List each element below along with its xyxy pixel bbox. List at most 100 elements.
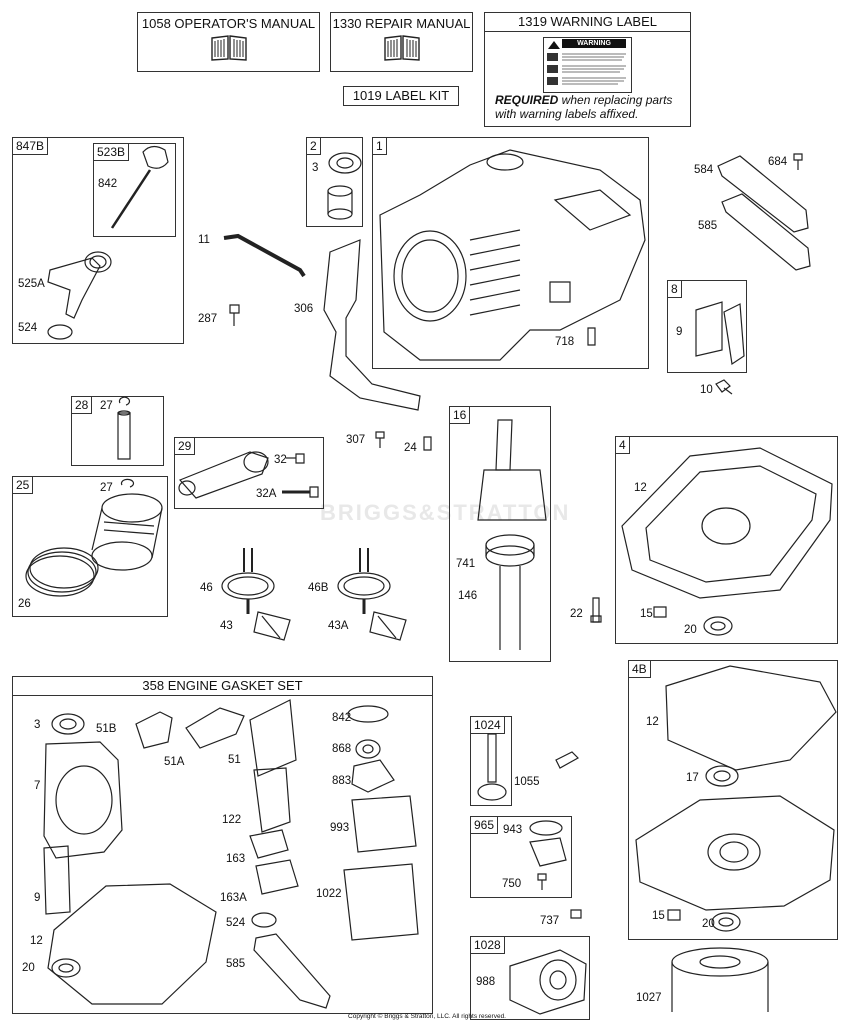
callout-22: 22 [570, 608, 583, 620]
box-25: 25 [12, 476, 168, 617]
callout-741: 741 [456, 558, 476, 570]
callout-32: 32 [274, 454, 287, 466]
gasket-icon [44, 846, 70, 914]
gasket-icon [250, 830, 288, 858]
callout-20: 20 [684, 624, 697, 636]
manual-book-icon [210, 35, 247, 61]
camshaft-icon [338, 548, 390, 614]
cylinder-block-icon [380, 150, 645, 360]
callout-943: 943 [503, 824, 523, 836]
connecting-rod-icon [179, 452, 268, 498]
box-847B: 847B [12, 137, 184, 344]
oil-seal-icon [52, 714, 84, 734]
oil-seal-icon [704, 617, 732, 635]
warning-label-box: 1319 WARNING LABEL WARNING REQUIRED when… [484, 12, 691, 127]
gasket-icon [254, 768, 290, 832]
callout-163A: 163A [220, 892, 247, 904]
head-gasket-bore-icon [56, 766, 112, 834]
callout-525A: 525A [18, 278, 45, 290]
callout-993: 993 [330, 822, 350, 834]
box-label: 4 [615, 436, 630, 454]
box-label: 1024 [470, 716, 505, 734]
box-523B: 523B [93, 143, 176, 237]
callout-43: 43 [220, 620, 233, 632]
oil-fill-tube-icon [48, 252, 111, 318]
callout-27: 27 [100, 400, 113, 412]
callout-750: 750 [502, 878, 522, 890]
callout-307: 307 [346, 434, 366, 446]
callout-585: 585 [226, 958, 246, 970]
operators-manual-title: 1058 OPERATOR'S MANUAL [141, 16, 316, 31]
crankcase-cover-icon [622, 448, 832, 598]
screw-icon [591, 598, 601, 622]
callout-26: 26 [18, 598, 31, 610]
callout-842: 842 [98, 178, 118, 190]
callout-9: 9 [34, 892, 41, 904]
box-label: 16 [449, 406, 471, 424]
callout-12: 12 [646, 716, 659, 728]
dowel-pin-icon [424, 437, 431, 450]
camshaft-icon [222, 548, 274, 614]
callout-46B: 46B [308, 582, 329, 594]
plug-icon [654, 607, 666, 617]
filter-adapter-icon [510, 950, 586, 1014]
callout-12: 12 [30, 935, 43, 947]
callout-718: 718 [555, 336, 575, 348]
breather-tube-icon [224, 236, 304, 276]
box-label: 847B [12, 137, 49, 155]
callout-585: 585 [698, 220, 718, 232]
callout-1022: 1022 [316, 888, 342, 900]
bolt-icon [282, 487, 318, 497]
screw-icon [794, 154, 802, 170]
box-1024: 1024 [470, 716, 512, 806]
governor-icon [254, 612, 290, 640]
callout-27: 27 [100, 482, 113, 494]
callout-883: 883 [332, 775, 352, 787]
gasket-icon [136, 712, 172, 748]
gasket-icon [256, 860, 298, 894]
gasket-icon [352, 796, 416, 852]
callout-9: 9 [676, 326, 683, 338]
dipstick-icon [112, 146, 168, 228]
box-label: 8 [667, 280, 682, 298]
warning-sticker-graphics-icon [547, 41, 626, 85]
bushing-icon [328, 186, 352, 219]
box-1028: 1028 [470, 936, 590, 1020]
screw-icon [230, 305, 239, 326]
gasket-icon [352, 760, 394, 792]
plug-icon [668, 910, 680, 920]
oil-seal-icon [706, 766, 738, 786]
callout-46: 46 [200, 582, 213, 594]
box-gasket-set: 358 ENGINE GASKET SET [12, 676, 433, 1014]
dowel-pin-icon [588, 328, 595, 345]
head-gasket-icon [44, 742, 122, 858]
callout-3: 3 [34, 719, 41, 731]
brand-watermark: BRIGGS&STRATTON [320, 500, 571, 525]
oil-filter-icon [672, 948, 768, 1012]
box-1: 1 [372, 137, 649, 369]
gasket-icon [186, 708, 244, 748]
gasket-icon [250, 700, 296, 776]
box-965: 965 [470, 816, 572, 898]
bolt-icon [286, 454, 304, 463]
callout-20: 20 [702, 918, 715, 930]
callout-15: 15 [652, 910, 665, 922]
callout-3: 3 [312, 162, 319, 174]
breather-cover-icon [724, 304, 744, 364]
screw-icon [716, 380, 732, 394]
repair-manual-title: 1330 REPAIR MANUAL [332, 16, 471, 31]
callout-17: 17 [686, 772, 699, 784]
o-ring-icon [530, 821, 562, 835]
box-label: 965 [470, 816, 499, 834]
piston-rings-icon [26, 548, 98, 596]
box-label: 25 [12, 476, 34, 494]
box-28: 28 [71, 396, 164, 466]
crankshaft-icon [478, 420, 546, 650]
box-label: 28 [71, 396, 93, 414]
box-label: 2 [306, 137, 321, 155]
manual-book-icon [383, 35, 420, 61]
box-label: 4B [628, 660, 651, 678]
warning-word: WARNING [562, 39, 626, 48]
label-kit-box: 1019 LABEL KIT [343, 86, 459, 106]
